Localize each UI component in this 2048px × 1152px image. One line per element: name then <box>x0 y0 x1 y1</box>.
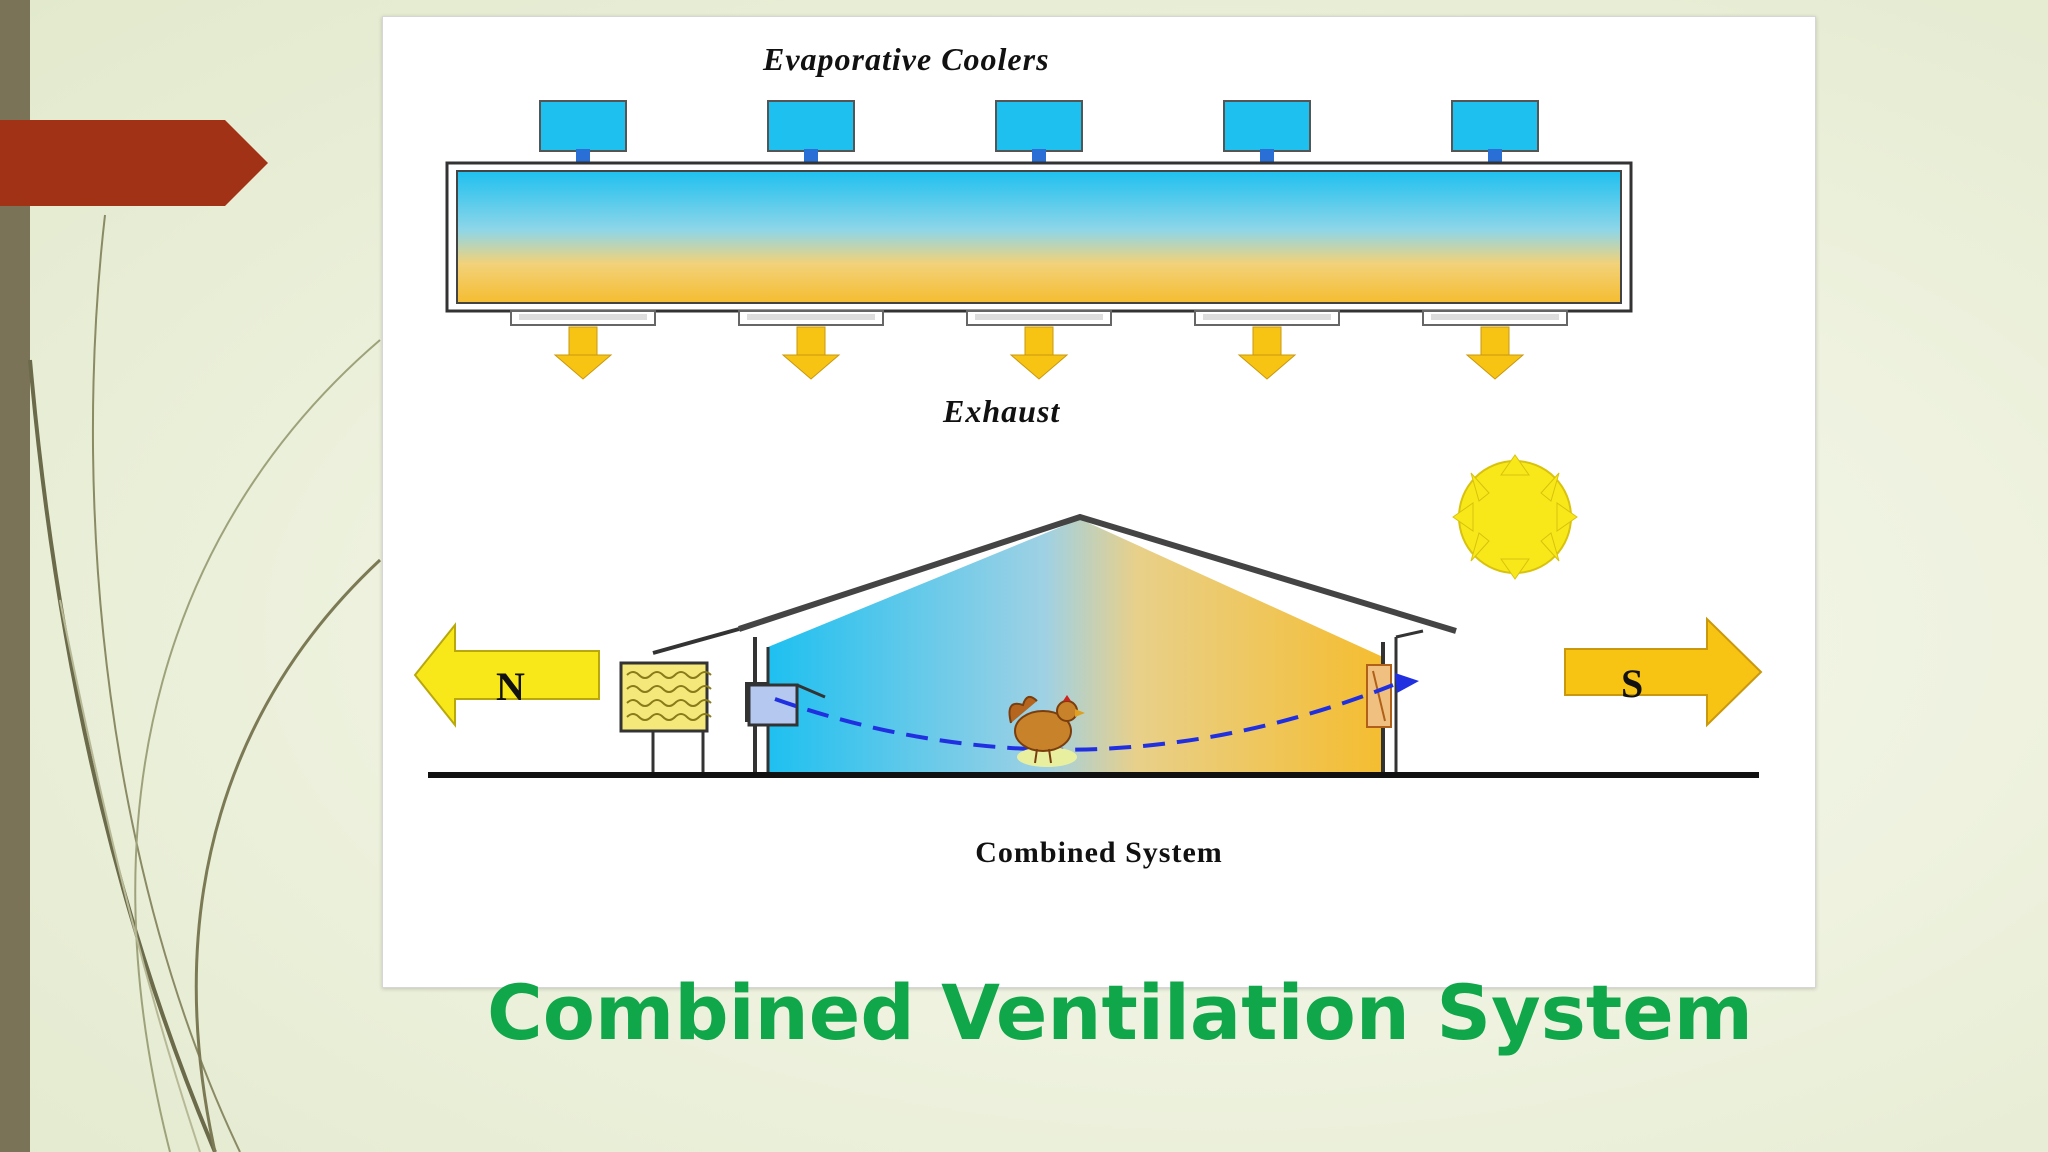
slide-title: Combined Ventilation System <box>487 968 1753 1057</box>
airflow-arrowhead <box>1395 673 1419 693</box>
chicken-icon <box>1008 695 1085 767</box>
wall-exhaust-fan <box>1366 664 1392 728</box>
cooling-pad <box>619 661 826 775</box>
cooler-units <box>539 100 1539 179</box>
exhaust-fans <box>510 310 1568 380</box>
exhaust-fan <box>738 310 884 380</box>
building-plan <box>445 161 1633 313</box>
ventilation-figure: Evaporative Coolers Exhaust <box>382 16 1816 988</box>
exhaust-fan <box>1422 310 1568 380</box>
sun-icon <box>1452 454 1578 580</box>
house-section <box>652 513 1457 775</box>
exhaust-fan <box>966 310 1112 380</box>
north-arrow-icon <box>413 622 600 728</box>
cooler-unit <box>1451 100 1539 179</box>
south-label: S <box>1621 661 1643 706</box>
exhaust-fan <box>1194 310 1340 380</box>
decorative-swooshes <box>28 214 382 1152</box>
figure-caption: Combined System <box>975 836 1223 869</box>
south-arrow-icon <box>1564 616 1763 728</box>
exhaust-label: Exhaust <box>942 393 1060 429</box>
cooler-unit <box>1223 100 1311 179</box>
exhaust-fan <box>510 310 656 380</box>
red-tab-marker <box>0 120 268 206</box>
airflow-path <box>774 683 1394 752</box>
north-label: N <box>496 664 525 709</box>
evaporative-coolers-label: Evaporative Coolers <box>762 41 1050 77</box>
